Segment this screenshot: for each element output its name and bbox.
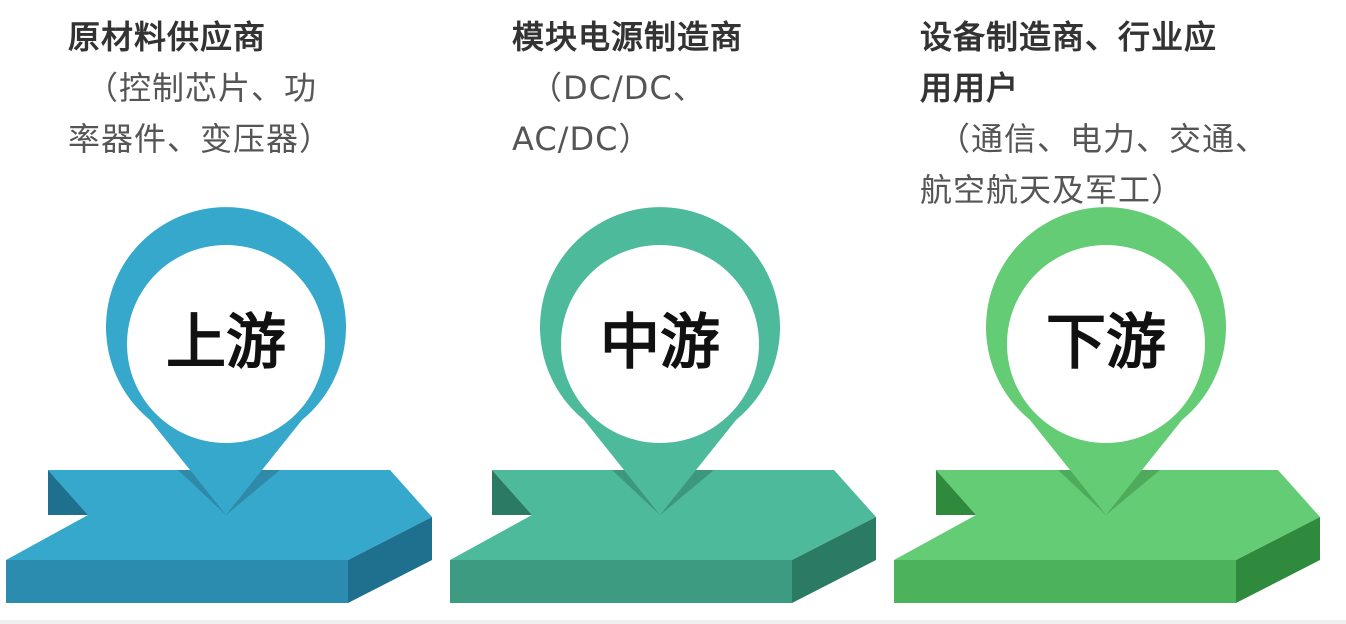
downstream-heading-line1: 设备制造商、行业应 bbox=[920, 18, 1218, 56]
upstream-platform-front bbox=[6, 560, 348, 603]
midstream-pin-label: 中游 bbox=[600, 308, 720, 378]
upstream-platform-top bbox=[6, 470, 432, 560]
upstream-pin-label: 上游 bbox=[166, 308, 286, 378]
upstream-desc-line2: 率器件、变压器） bbox=[68, 120, 333, 158]
midstream-platform-top bbox=[450, 470, 876, 560]
midstream-platform-side-left bbox=[492, 470, 532, 515]
upstream-location-pin-icon bbox=[106, 207, 347, 515]
upstream-text-block: 原材料供应商 （控制芯片、功 率器件、变压器） bbox=[68, 12, 398, 165]
downstream-text-block: 设备制造商、行业应 用用户 （通信、电力、交通、 航空航天及军工） bbox=[920, 12, 1300, 216]
midstream-platform bbox=[450, 470, 876, 603]
midstream-heading: 模块电源制造商 bbox=[512, 18, 744, 56]
downstream-platform-side-right bbox=[1236, 517, 1320, 603]
downstream-platform-side-left bbox=[936, 470, 976, 515]
midstream-platform-side-right bbox=[792, 517, 876, 603]
bottom-divider bbox=[0, 620, 1346, 624]
downstream-platform-top bbox=[894, 470, 1320, 560]
downstream-platform-front bbox=[894, 560, 1236, 603]
midstream-desc-line2: AC/DC） bbox=[512, 120, 652, 158]
midstream-location-pin-icon bbox=[540, 207, 780, 515]
midstream-desc-line1: （DC/DC、 bbox=[530, 69, 706, 107]
upstream-platform bbox=[6, 470, 432, 603]
downstream-location-pin-icon bbox=[986, 207, 1227, 515]
downstream-heading-line2: 用用户 bbox=[920, 69, 1020, 107]
downstream-pin-label: 下游 bbox=[1046, 308, 1166, 378]
midstream-text-block: 模块电源制造商 （DC/DC、 AC/DC） bbox=[512, 12, 842, 165]
upstream-platform-side-right bbox=[348, 517, 432, 603]
upstream-platform-side-left bbox=[48, 470, 88, 515]
downstream-desc-line1: （通信、电力、交通、 bbox=[938, 120, 1269, 158]
midstream-platform-front bbox=[450, 560, 792, 603]
upstream-desc-line1: （控制芯片、功 bbox=[86, 69, 318, 107]
upstream-heading: 原材料供应商 bbox=[68, 18, 267, 56]
downstream-desc-line2: 航空航天及军工） bbox=[920, 171, 1185, 209]
